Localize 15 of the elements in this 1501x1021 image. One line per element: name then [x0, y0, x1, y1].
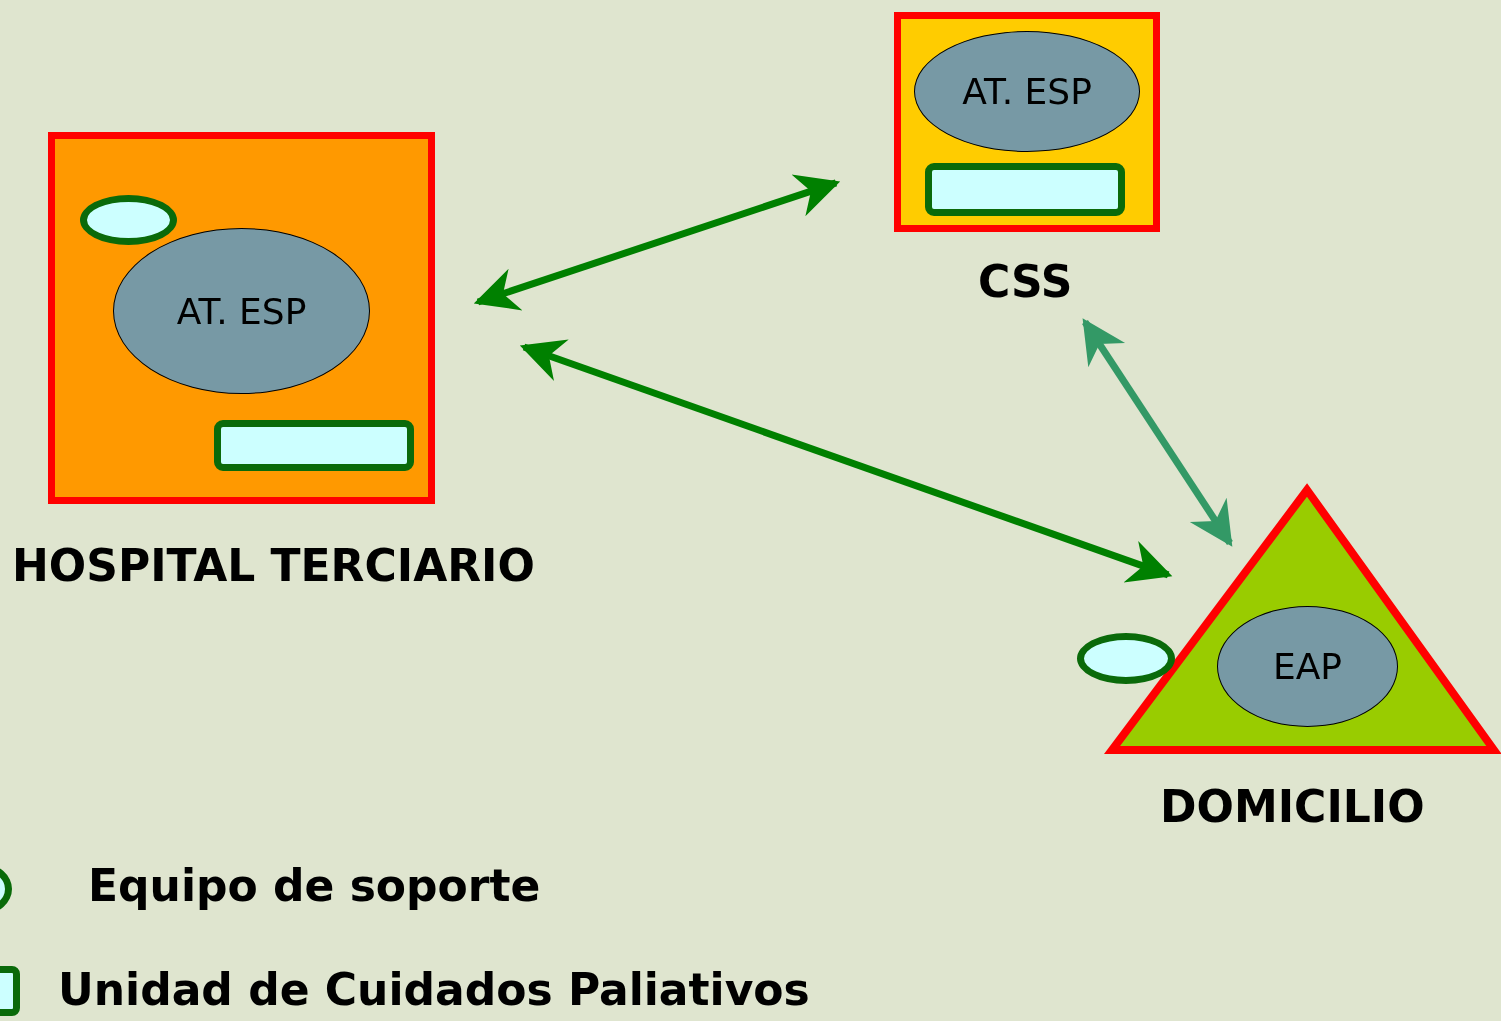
facility-label: DOMICILIO: [1160, 783, 1425, 832]
palliative-unit-bar: [214, 420, 414, 471]
facility-label: HOSPITAL TERCIARIO: [12, 542, 535, 591]
support-team-ellipse: [1077, 633, 1175, 684]
service-label: AT. ESP: [176, 290, 307, 332]
palliative-unit-bar: [925, 163, 1125, 216]
legend-label: Equipo de soporte: [88, 862, 541, 911]
double-arrow: [1082, 318, 1233, 547]
facility-label: CSS: [978, 258, 1073, 307]
service-label: AT. ESP: [962, 71, 1092, 112]
support-team-ellipse: [80, 195, 177, 245]
legend-label: Unidad de Cuidados Paliativos: [58, 966, 810, 1015]
double-arrow: [519, 339, 1173, 583]
service-label: EAP: [1272, 646, 1343, 687]
double-arrow: [473, 174, 841, 311]
